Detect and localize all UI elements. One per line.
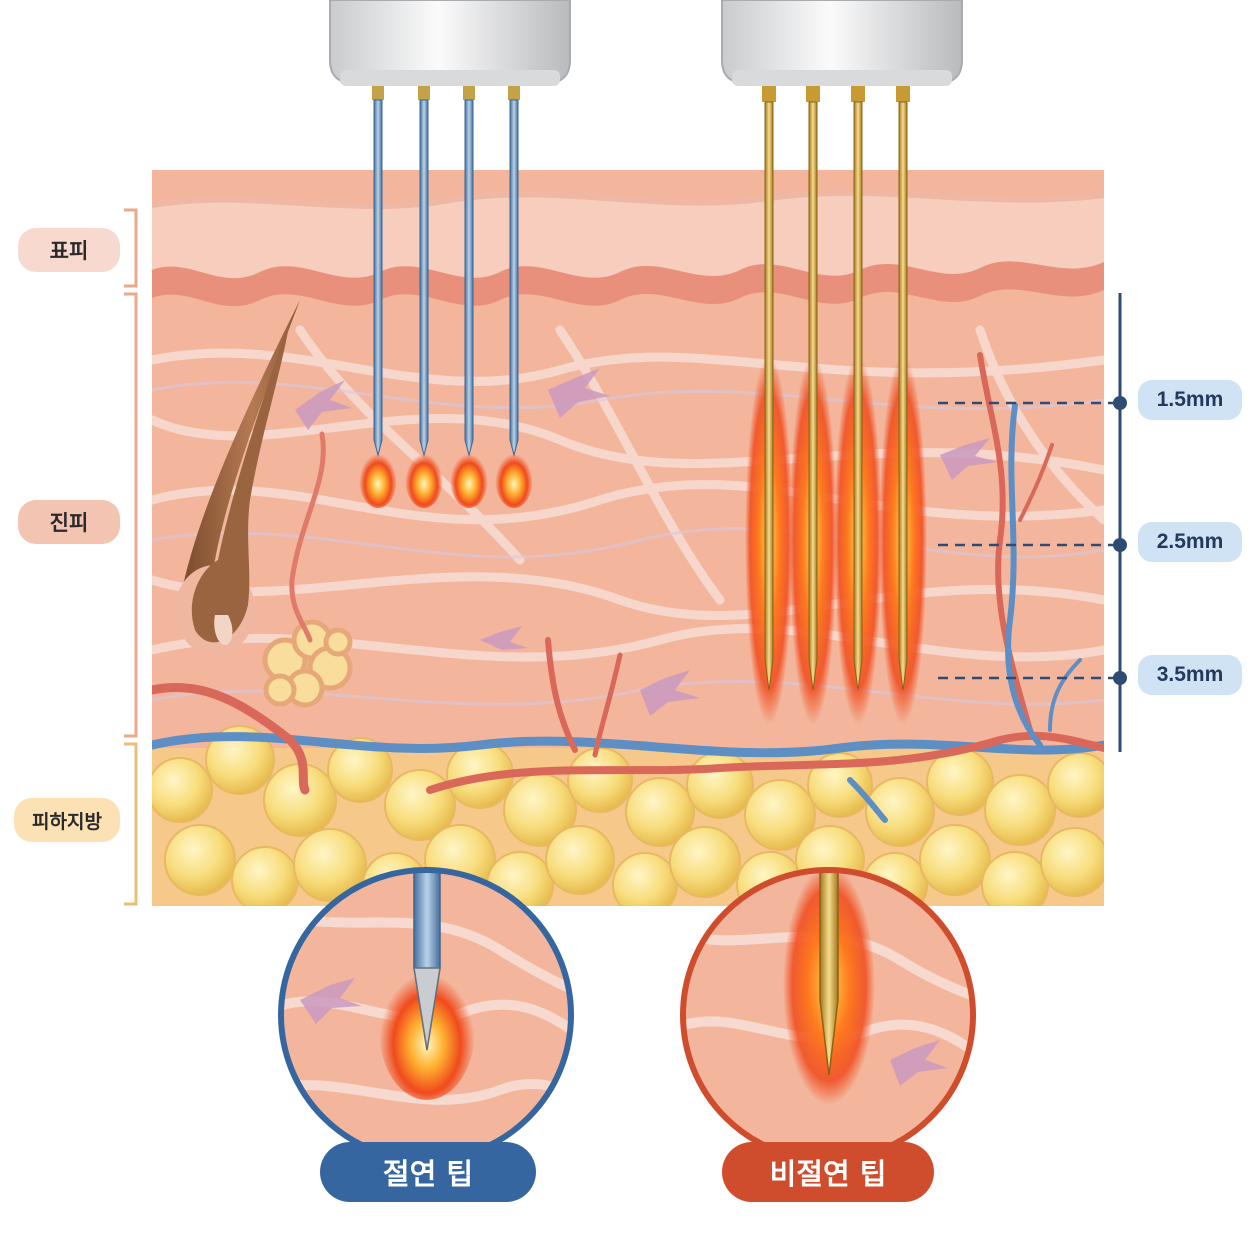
label-dermis: 진피 (18, 500, 120, 544)
blood-vessels (152, 352, 1104, 823)
insulated-handpiece (329, 0, 571, 86)
skin-cross-section (152, 170, 1104, 906)
non-insulated-needles (762, 86, 910, 691)
depth-scale (938, 293, 1127, 752)
non-insulated-tip-zoom (680, 867, 976, 1163)
label-subcutaneous-fat: 피하지방 (14, 798, 120, 842)
fibroblast-cells (295, 368, 998, 716)
insulated-tip-label: 절연 팁 (320, 1142, 536, 1202)
insulated-heat-zones (359, 448, 533, 508)
label-epidermis: 표피 (18, 228, 120, 272)
non-insulated-tip-label: 비절연 팁 (722, 1142, 934, 1202)
hair-follicle (175, 300, 300, 655)
sweat-gland (262, 619, 353, 708)
basal-layer (152, 261, 1104, 307)
layer-brackets (124, 208, 138, 906)
non-insulated-handpiece (721, 0, 963, 86)
depth-label-2: 2.5mm (1138, 522, 1242, 562)
depth-label-1: 1.5mm (1138, 380, 1242, 420)
depth-label-3: 3.5mm (1138, 655, 1242, 695)
insulated-needles (372, 86, 520, 457)
epidermis-layer (152, 192, 1104, 279)
